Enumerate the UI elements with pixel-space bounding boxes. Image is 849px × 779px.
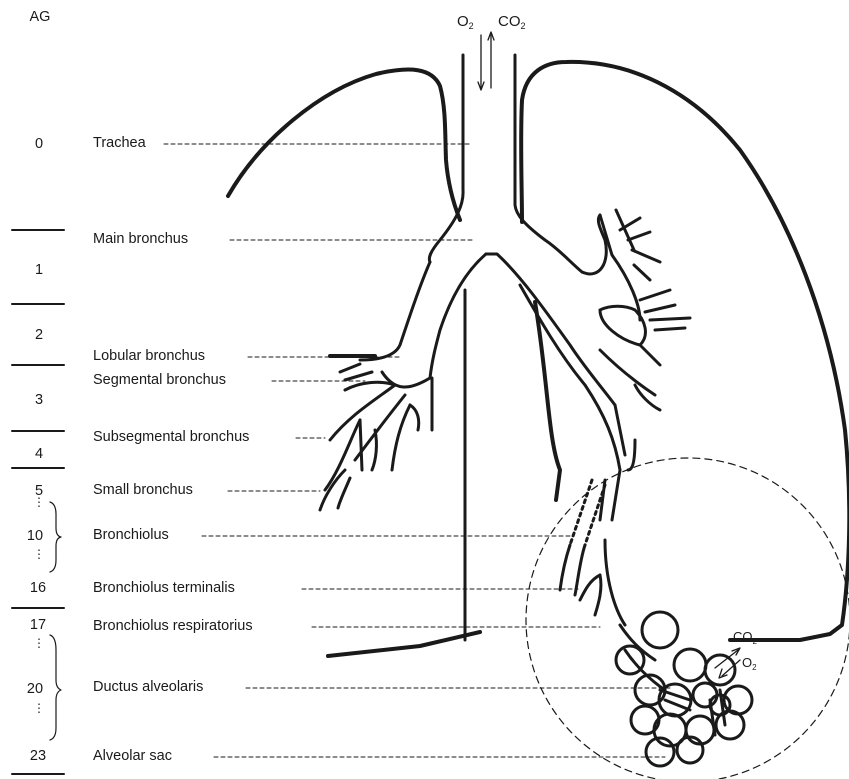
label-bronchiolus: Bronchiolus — [93, 528, 169, 543]
right-upper-branches — [600, 210, 690, 520]
label-subsegmental-bronchus: Subsegmental bronchus — [93, 430, 249, 445]
generation-23: 23 — [8, 749, 68, 764]
left-lung-base — [328, 632, 480, 656]
ag-header: AG — [10, 10, 70, 25]
label-ductus-alveolaris: Ductus alveolaris — [93, 680, 203, 695]
label-bronchiolus-respiratorius: Bronchiolus respiratorius — [93, 619, 253, 634]
label-alveolar-sac: Alveolar sac — [93, 749, 172, 764]
label-small-bronchus: Small bronchus — [93, 483, 193, 498]
generation-3: 3 — [9, 393, 69, 408]
right-lung-outline — [521, 62, 849, 640]
ellipsis-dots: ⋮ — [9, 548, 69, 560]
alveolar-sac-cluster — [616, 612, 752, 766]
label-main-bronchus: Main bronchus — [93, 232, 188, 247]
ellipsis-dots: ⋮ — [9, 496, 69, 508]
ellipsis-dots: ⋮ — [9, 702, 69, 714]
generation-20: 20 — [5, 682, 65, 697]
label-trachea: Trachea — [93, 136, 146, 151]
generation-10: 10 — [5, 529, 65, 544]
co2-label-alveolus: CO2 — [733, 630, 757, 646]
generation-4: 4 — [9, 447, 69, 462]
label-bronchiolus-terminalis: Bronchiolus terminalis — [93, 581, 235, 596]
main-bronchi — [360, 215, 620, 640]
label-segmental-bronchus: Segmental bronchus — [93, 373, 226, 388]
generation-16: 16 — [8, 581, 68, 596]
left-lung-outline — [228, 70, 460, 220]
o2-label-top: O2 — [457, 14, 474, 31]
ellipsis-dots: ⋮ — [9, 637, 69, 649]
trachea-walls — [429, 55, 582, 272]
generation-0: 0 — [9, 137, 69, 152]
label-lobular-bronchus: Lobular bronchus — [93, 349, 205, 364]
o2-label-alveolus: O2 — [742, 656, 757, 672]
generation-2: 2 — [9, 328, 69, 343]
leader-lines — [164, 144, 670, 757]
co2-label-top: CO2 — [498, 14, 526, 31]
left-lower-branches — [320, 364, 432, 510]
generation-1: 1 — [9, 263, 69, 278]
generation-17: 17 — [8, 618, 68, 633]
